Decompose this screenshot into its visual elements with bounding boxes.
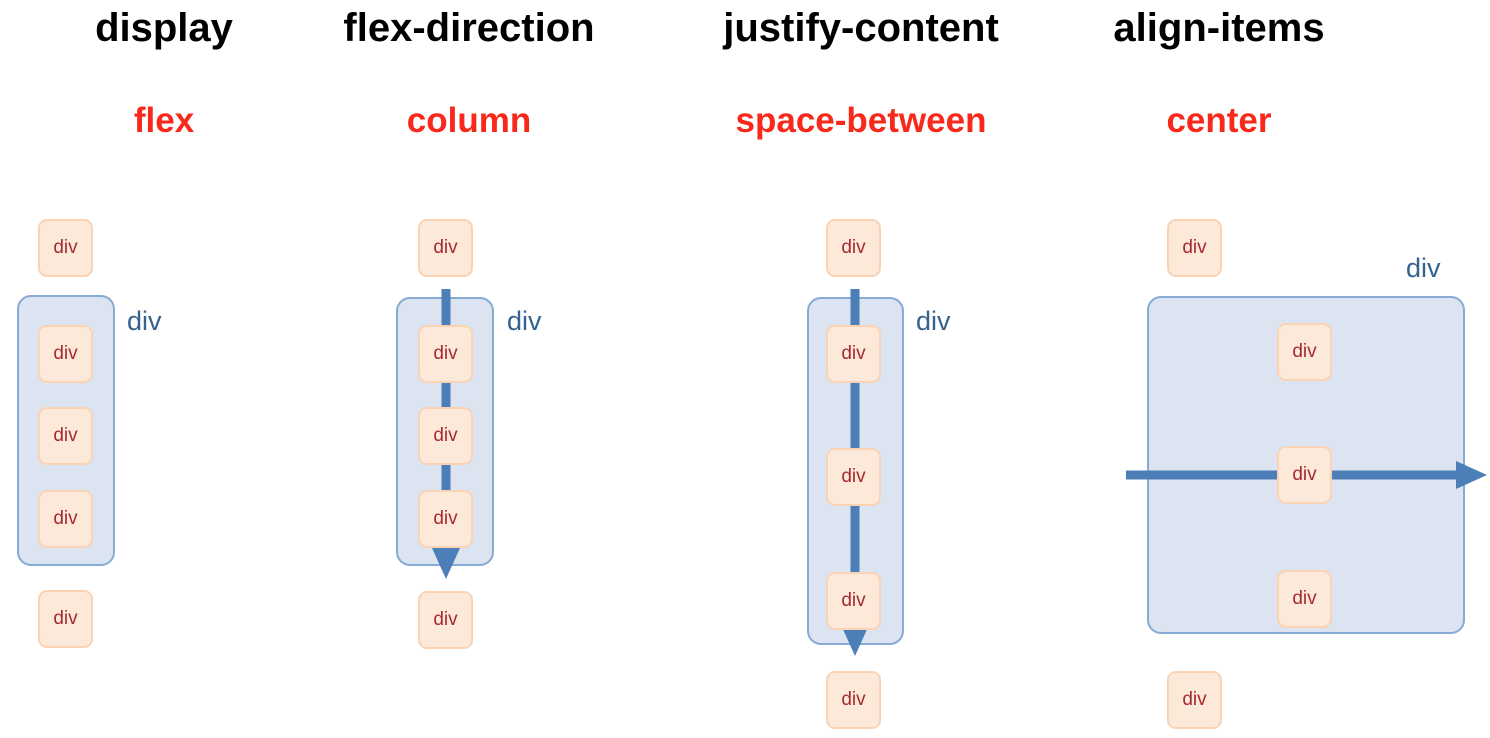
inside-box: div bbox=[38, 407, 93, 465]
inside-box: div bbox=[826, 572, 881, 630]
outside-box-below: div bbox=[1167, 671, 1222, 729]
outside-box-above: div bbox=[418, 219, 473, 277]
inside-box: div bbox=[1277, 323, 1332, 381]
outside-box-above: div bbox=[826, 219, 881, 277]
column-property-display: display bbox=[95, 6, 233, 50]
outside-box-below: div bbox=[38, 590, 93, 648]
inside-box: div bbox=[1277, 570, 1332, 628]
column-value-space-between: space-between bbox=[735, 101, 987, 140]
container-label-flex-direction: div bbox=[507, 306, 542, 336]
inside-box: div bbox=[1277, 446, 1332, 504]
inside-box: div bbox=[38, 490, 93, 548]
column-property-align-items: align-items bbox=[1113, 6, 1325, 50]
outside-box-below: div bbox=[826, 671, 881, 729]
inside-box: div bbox=[418, 407, 473, 465]
column-value-column: column bbox=[406, 101, 532, 140]
inside-box: div bbox=[826, 448, 881, 506]
inside-box: div bbox=[826, 325, 881, 383]
container-label-align-items: div bbox=[1406, 253, 1441, 283]
column-property-flex-direction: flex-direction bbox=[343, 6, 595, 50]
column-value-center: center bbox=[1166, 101, 1272, 140]
outside-box-above: div bbox=[1167, 219, 1222, 277]
column-value-flex: flex bbox=[133, 101, 195, 140]
container-label-justify-content: div bbox=[916, 306, 951, 336]
outside-box-below: div bbox=[418, 591, 473, 649]
container-label-display: div bbox=[127, 306, 162, 336]
inside-box: div bbox=[38, 325, 93, 383]
column-property-justify-content: justify-content bbox=[723, 6, 999, 50]
inside-box: div bbox=[418, 490, 473, 548]
outside-box-above: div bbox=[38, 219, 93, 277]
inside-box: div bbox=[418, 325, 473, 383]
